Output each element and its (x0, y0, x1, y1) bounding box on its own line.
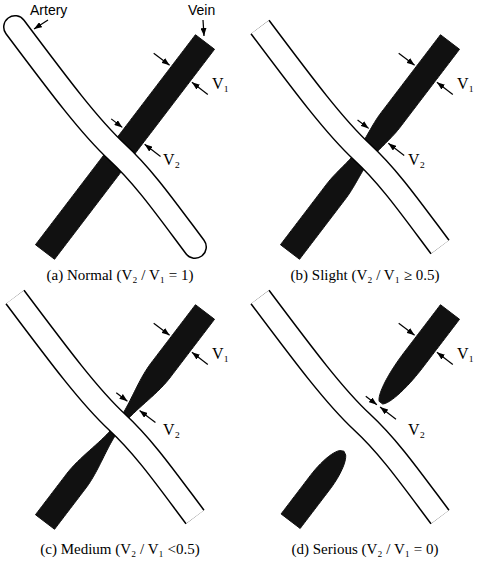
vein-shape (281, 451, 346, 529)
width-arrow (399, 323, 415, 335)
width-arrow (399, 53, 415, 65)
width-arrow (437, 82, 453, 94)
artery-outline (260, 297, 440, 517)
width-arrow (154, 53, 170, 65)
artery-shape (15, 27, 195, 247)
leader-line (34, 20, 48, 29)
width-symbol: V₂ (408, 150, 425, 169)
width-arrow (140, 410, 156, 422)
panel-caption: (a) Normal (V₂ / V₁ = 1) (47, 266, 194, 284)
width-symbol: V₁ (457, 344, 474, 363)
width-arrow (192, 82, 208, 94)
width-arrow (380, 407, 396, 419)
artery-outline (15, 27, 195, 247)
width-symbol: V₁ (212, 74, 229, 93)
width-arrow (154, 323, 170, 335)
width-arrow (358, 120, 369, 128)
artery-shape (260, 27, 440, 247)
panel-caption: (b) Slight (V₂ / V₁ ≥ 0.5) (291, 266, 440, 284)
panel-caption: (c) Medium (V₂ / V₁ <0.5) (40, 540, 199, 558)
width-symbol: V₂ (163, 420, 180, 439)
artery-outline (15, 297, 195, 517)
crossing-panel (260, 27, 460, 259)
width-arrow (111, 119, 122, 127)
leader-line (203, 20, 204, 36)
vein-shape (379, 305, 460, 404)
artery-shape (260, 297, 440, 517)
width-arrow (437, 352, 453, 364)
width-symbol: V₂ (408, 420, 425, 439)
panel-caption: (d) Serious (V₂ / V₁ = 0) (292, 540, 439, 558)
width-symbol: V₁ (457, 74, 474, 93)
width-arrow (145, 144, 161, 156)
crossing-panel (260, 297, 460, 528)
artery-outline (260, 27, 440, 247)
vessel-name: Artery (30, 2, 67, 19)
crossing-panel (15, 297, 215, 529)
width-arrow (388, 143, 404, 155)
crossing-panel (15, 27, 215, 259)
width-arrow (192, 352, 208, 364)
artery-shape (15, 297, 195, 517)
width-arrow (366, 396, 377, 404)
width-arrow (116, 393, 127, 401)
width-symbol: V₁ (212, 344, 229, 363)
width-symbol: V₂ (163, 150, 180, 169)
vessel-name: Vein (188, 2, 215, 19)
